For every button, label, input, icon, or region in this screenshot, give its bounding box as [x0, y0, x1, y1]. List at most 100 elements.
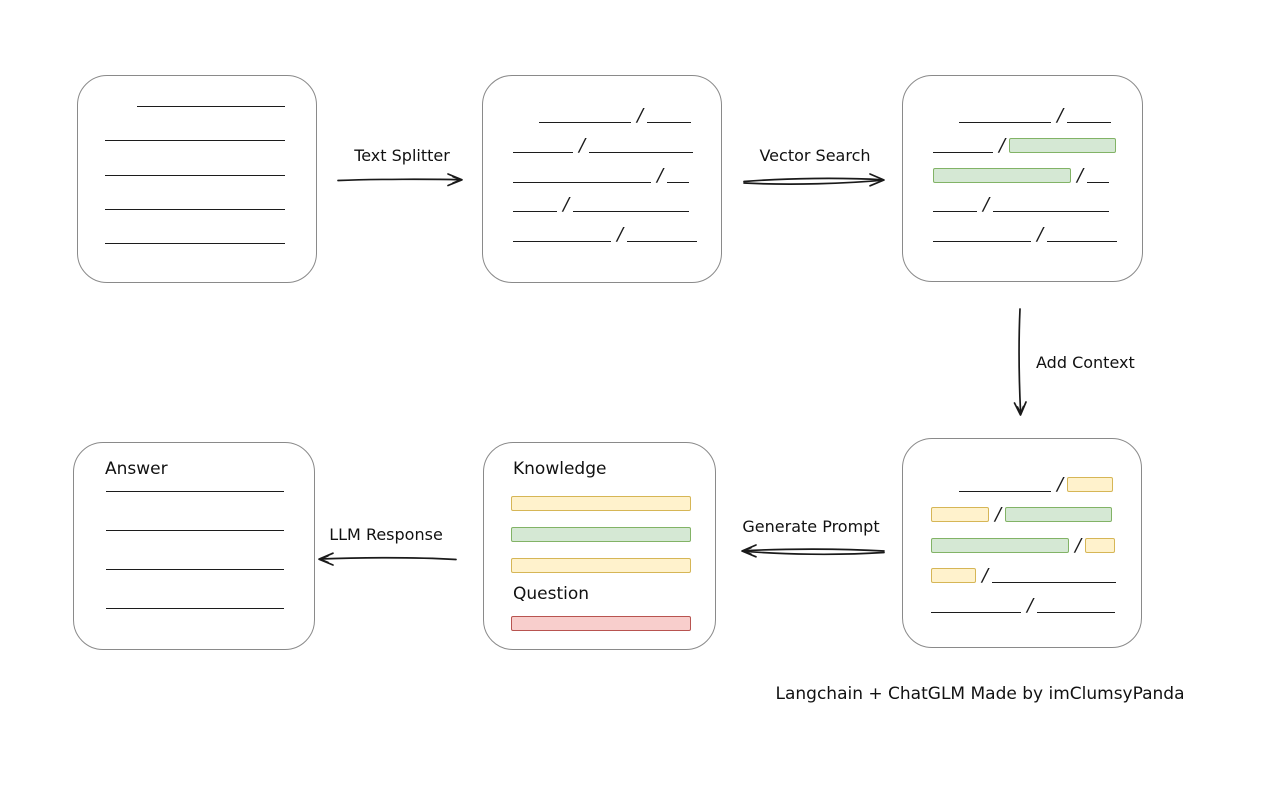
chunk-row: / [931, 564, 1117, 586]
text-line [1047, 241, 1118, 242]
text-splitter-arrow-icon [337, 173, 463, 187]
source-document-box [77, 75, 317, 283]
diagram-caption: Langchain + ChatGLM Made by imClumsyPand… [775, 684, 1185, 704]
green-chunk [931, 537, 1069, 553]
text-line [105, 208, 285, 210]
text-line [627, 241, 697, 242]
generate-prompt-label: Generate Prompt [742, 517, 880, 536]
vector-search-label: Vector Search [759, 146, 871, 165]
text-line [933, 151, 993, 153]
slash-separator: / [637, 105, 644, 126]
text-line [106, 608, 284, 609]
text-line [959, 122, 1051, 123]
text-line [1067, 122, 1112, 123]
yellow-chunk [931, 567, 976, 583]
text-line [573, 211, 690, 213]
text-line [933, 211, 977, 213]
chunk-row: / [931, 595, 1117, 616]
answer-lines [106, 491, 284, 609]
slash-separator: / [579, 134, 586, 156]
text-line [106, 530, 284, 531]
slash-separator: / [1027, 595, 1034, 616]
context-chunks-box: / / / / / [902, 438, 1142, 648]
text-line [1087, 181, 1110, 183]
red-bar [511, 616, 691, 631]
slash-separator: / [657, 164, 664, 186]
text-line [539, 122, 631, 123]
text-splitter-label: Text Splitter [354, 146, 450, 165]
slash-separator: / [995, 504, 1002, 526]
text-line [513, 211, 557, 213]
matched-chunks-box: / / / / / [902, 75, 1143, 282]
text-line [647, 122, 692, 123]
knowledge-label: Knowledge [513, 459, 607, 479]
indent-spacer [931, 491, 959, 492]
context-chunk-lines: / / / / / [931, 474, 1117, 616]
text-line [1037, 612, 1116, 613]
chunk-lines: / / / / / [513, 105, 697, 245]
text-line [992, 581, 1117, 583]
vector-search-arrow-icon [743, 173, 885, 187]
chunk-row: / [933, 105, 1118, 126]
text-line [589, 151, 694, 153]
slash-separator: / [983, 194, 990, 216]
yellow-bar [511, 558, 691, 573]
text-line [931, 612, 1021, 613]
text-line [513, 151, 573, 153]
text-line [667, 181, 690, 183]
prompt-box: Knowledge Question [483, 442, 716, 650]
chunk-row: / [513, 194, 697, 216]
slash-separator: / [1037, 224, 1044, 245]
text-line [106, 491, 284, 492]
chunk-row: / [933, 224, 1118, 245]
yellow-chunk [1067, 477, 1114, 492]
green-chunk [933, 167, 1071, 183]
chunk-row [106, 608, 284, 609]
chunk-row [105, 208, 289, 210]
document-lines [105, 106, 289, 244]
indent-spacer [513, 122, 539, 123]
question-label: Question [513, 584, 590, 604]
text-line [105, 174, 285, 176]
text-line [513, 241, 611, 242]
chunk-row: / [933, 194, 1118, 216]
chunk-row: / [513, 164, 697, 186]
chunk-row: / [931, 474, 1117, 495]
text-line [959, 491, 1051, 492]
slash-separator: / [616, 224, 624, 245]
chunk-row [105, 243, 289, 244]
llm-response-label: LLM Response [329, 525, 443, 544]
slash-separator: / [982, 564, 989, 586]
answer-label: Answer [105, 459, 168, 479]
text-line [106, 569, 284, 570]
chunk-row [106, 569, 284, 570]
chunk-row: / [933, 166, 1118, 184]
chunk-row: / [931, 504, 1117, 526]
slash-separator: / [563, 194, 570, 216]
yellow-bar [511, 496, 691, 511]
question-bars [511, 616, 691, 631]
answer-box: Answer [73, 442, 315, 650]
slash-separator: / [1057, 105, 1064, 126]
green-chunk [1009, 137, 1117, 153]
text-line [105, 140, 285, 142]
text-line [993, 211, 1110, 213]
slash-separator: / [1075, 534, 1082, 556]
text-line [137, 106, 285, 107]
llm-response-arrow-icon [318, 552, 457, 566]
chunk-row: / [931, 534, 1117, 556]
chunk-row: / [513, 224, 697, 245]
knowledge-bars [511, 496, 691, 573]
green-bar [511, 527, 691, 542]
add-context-label: Add Context [1036, 353, 1135, 372]
chunk-row [106, 530, 284, 531]
chunk-row [105, 106, 289, 107]
add-context-arrow-icon [1013, 308, 1027, 416]
slash-separator: / [1057, 474, 1064, 495]
slash-separator: / [999, 134, 1006, 156]
chunk-row: / [513, 105, 697, 126]
matched-chunk-lines: / / / / / [933, 105, 1118, 245]
generate-prompt-arrow-icon [741, 544, 885, 558]
chunk-row [105, 174, 289, 176]
